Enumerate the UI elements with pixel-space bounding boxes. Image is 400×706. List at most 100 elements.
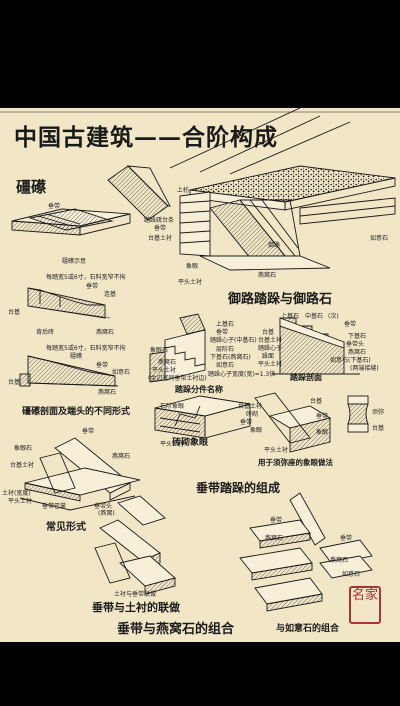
label-yl-yulu: 御路: [268, 242, 281, 249]
label-pn-chuidai: 垂带: [216, 329, 229, 336]
heading-chuidai-tuchen: 垂带与土衬的联做: [92, 601, 180, 614]
label-cf-chuidai-ba: 垂带巴掌: [42, 503, 67, 510]
label-ts-gao: 跺面: [262, 353, 275, 360]
heading-sumeru-elephant-eye: 用于须弥座的象眼做法: [258, 458, 333, 467]
brick-elephant-eye: [154, 395, 251, 439]
label-jc-yanwo1: 燕窝石: [96, 329, 115, 336]
label-ts-shangji: 上基石: [281, 313, 300, 320]
jiangcha-isometric: [11, 208, 131, 236]
label-pn-bili: 踏跺心子宽度(宽)=1.3倍: [208, 371, 276, 378]
label-cf-taijitu: 台基土衬: [10, 462, 35, 469]
yulu-stairs: [169, 108, 396, 271]
label-su-xiangyan: 象眼: [316, 429, 329, 436]
label-yl-tail: 踏跺疏台条: [144, 217, 175, 224]
label-su-taimian: 台基: [372, 425, 385, 432]
label-yw-ruyi: 如意石: [342, 571, 361, 578]
label-pn-xiangyan: 象眼石: [150, 347, 169, 354]
heading-brick-elephant-eye: 砖砌象眼: [172, 438, 209, 448]
label-ts-taiji: 台基: [262, 329, 275, 336]
label-be-pingtou: 平头土衬: [160, 441, 185, 448]
label-pn-xiabu: 下基石(燕窝石): [210, 354, 251, 361]
label-yl-chuidai: 垂带: [154, 225, 167, 232]
label-pn-pingtou: 平头土衬: [152, 367, 177, 374]
sumeru-elephant-eye: [254, 392, 369, 453]
chuidai-tuchen: [94, 495, 176, 595]
heading-tadu-section: 踏跺剖面: [290, 373, 322, 382]
heading-yulu: 御路踏跺与御路石: [228, 292, 333, 307]
label-yl-yanwo: 燕窝石: [258, 272, 277, 279]
label-su-taiji: 台基: [310, 398, 323, 405]
label-cf-chuidai: 垂带: [82, 428, 95, 435]
label-cf-chuidai-tou: 垂带头: [94, 503, 113, 510]
label-ts-fumian: 台基土衬: [258, 337, 283, 344]
heading-parts-names: 踏跺分件名称: [175, 385, 223, 394]
label-su-tuchen: 平头土衬: [264, 447, 289, 454]
label-jc-jiangcha: 礓礤: [70, 353, 83, 360]
artist-seal: 名家: [349, 586, 381, 624]
heading-jiangcha-sections: 礓礤剖面及端头的不同形式: [22, 407, 131, 417]
label-yl-xiangyan: 象眼: [186, 263, 199, 270]
label-ts-yanwo: 燕窝石: [348, 349, 367, 356]
label-pn-xin: 踏跺心子(中基石): [210, 337, 257, 344]
label-pn-ruyi: 如意石: [216, 362, 235, 369]
label-cf-chuidai-ba2: (燕窝): [98, 510, 115, 517]
label-be-zhuang: 砖砌: [246, 411, 259, 418]
label-pn-cengbu: 层阶石: [216, 346, 235, 353]
label-ts-jiaoshi: 垂带头: [346, 341, 365, 348]
label-ts-ruyi: 如意石(下基石): [330, 357, 371, 364]
label-jc-taimian2: 台基: [8, 379, 21, 386]
label-su-chuidai: 垂带: [316, 413, 329, 420]
label-yw-chuidai1: 垂带: [270, 517, 283, 524]
label-ts-xiaji: 下基石: [348, 333, 367, 340]
label-cf-pingtou: 平头土衬: [8, 498, 33, 505]
jiangcha-board: [107, 165, 171, 221]
label-ts-zhongji: 中基石: [305, 313, 324, 320]
jiangcha-section-2: [19, 355, 119, 387]
label-ts-lianji: (两端接缝): [350, 365, 379, 372]
label-cf-yanwo: 燕窝石: [112, 453, 131, 460]
label-be-taiji: 台基土衬: [238, 403, 263, 410]
poster: 中国古建筑——合阶构成: [0, 108, 400, 642]
label-jc-beiliao: 背后砖: [36, 329, 55, 336]
label-jc-note1: 每踏宽5或6寸，石料宽窄不拘: [46, 274, 126, 281]
label-jc-ruyi: 如意石: [112, 369, 131, 376]
label-jc-note2: 每踏宽5或6寸，石料宽窄不拘: [46, 345, 126, 352]
label-pn-fangyan: (金边宽同垂带土衬边): [148, 375, 207, 382]
label-yl-pingtou: 平头土衬: [178, 279, 203, 286]
label-pn-yanwo: 燕窝石: [158, 359, 177, 366]
common-forms: [19, 437, 141, 511]
tadu-section: [272, 317, 360, 375]
parts-names: [149, 313, 206, 383]
label-ts-zhudi: 踏跺心子: [258, 345, 283, 352]
label-ct: 土衬与垂带联做: [114, 591, 157, 598]
yanwo-combo: [239, 492, 373, 612]
label-ts-ciji: (次): [328, 313, 339, 320]
label-yl-taijitu: 台基土衬: [148, 235, 173, 242]
label-be-chuidai: 垂带: [240, 419, 253, 426]
label-jc-taimian: 台基: [8, 309, 21, 316]
diagram-drawings: [0, 108, 400, 612]
label-yw-yanwo1: 燕窝石: [265, 535, 284, 542]
label-jc-lianji: 连基: [104, 291, 117, 298]
label-ts-pingtou: 平头土衬: [258, 361, 283, 368]
page-title: 中国古建筑——合阶构成: [14, 124, 278, 151]
label-jc-shiyi: 礓礤示意: [62, 258, 87, 265]
label-ts-chuidai: 垂带: [344, 321, 357, 328]
heading-common-forms: 常见形式: [46, 522, 86, 533]
label-jc-chuidai1: 垂带: [86, 283, 99, 290]
label-yw-chuidai2: 垂带: [340, 535, 353, 542]
heading-chuidai-yanwo: 垂带与燕窝石的组合: [117, 622, 235, 637]
label-be-xiangyan: 象眼: [250, 427, 263, 434]
label-jc-chuidai2: 垂带: [96, 362, 109, 369]
label-be-shiduan: 石阶象眼: [160, 403, 185, 410]
label-jc-chuidai-top: 垂带: [48, 203, 61, 210]
label-cf-xiangyan: 象眼石: [14, 445, 33, 452]
label-pn-shangzhi: 上基石: [216, 321, 235, 328]
heading-ruyi-combo: 与如意石的组合: [276, 624, 340, 634]
label-jc-yanwo2: 燕窝石: [98, 389, 117, 396]
label-yw-yanwo2: 燕窝石: [330, 557, 349, 564]
label-yl-shangzhi: 上枋: [177, 187, 190, 194]
label-yl-ruyi: 如意石: [370, 235, 389, 242]
jiangcha-section-1: [27, 287, 111, 319]
heading-chuidai-composition: 垂带踏跺的组成: [196, 481, 281, 495]
